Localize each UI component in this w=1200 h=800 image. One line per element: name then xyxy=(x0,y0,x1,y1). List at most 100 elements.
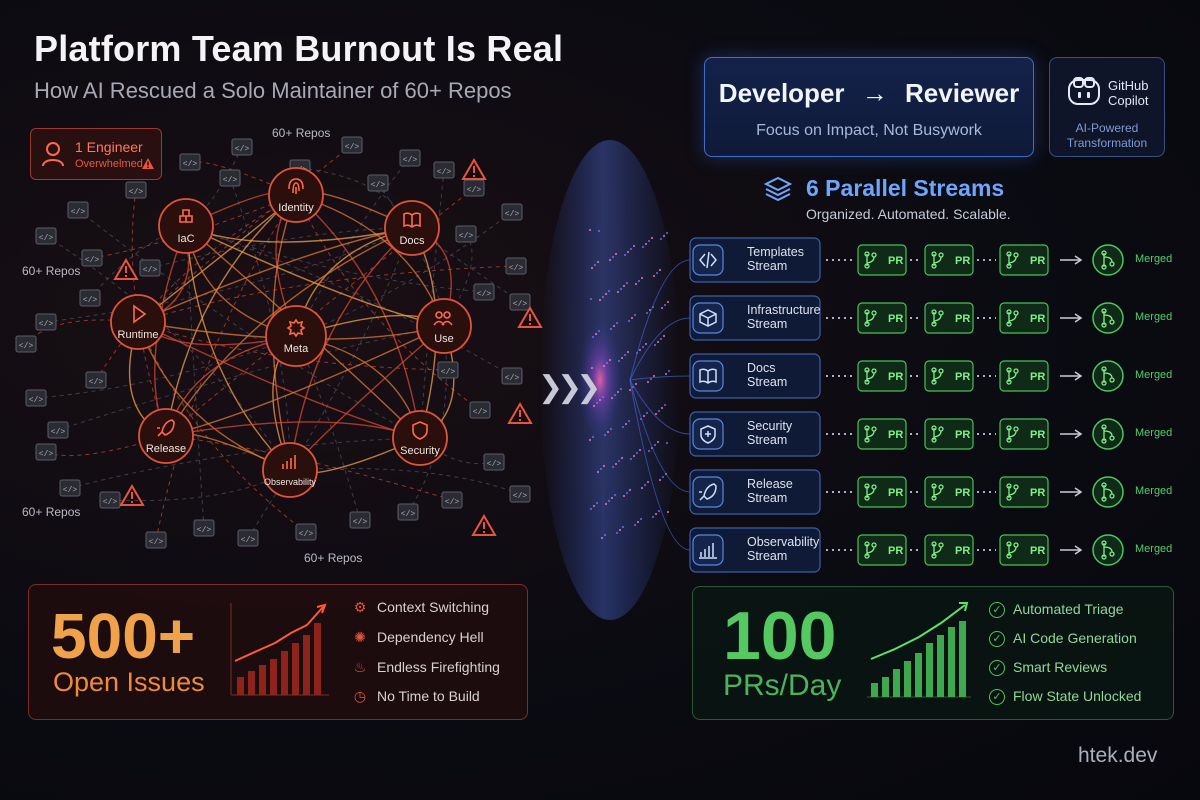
flame-icon: ♨ xyxy=(353,659,367,675)
layers-icon xyxy=(763,176,793,207)
stream-icon-tile xyxy=(692,534,724,566)
pr-chip-label: PR xyxy=(888,545,903,557)
open-issues-label: Open Issues xyxy=(53,667,205,697)
pain-point-item: ✺Dependency Hell xyxy=(351,629,484,646)
engineer-badge: 1 Engineer Overwhelmed xyxy=(30,128,162,180)
svg-text:</>: </> xyxy=(505,374,520,383)
check-circle-icon: ✓ xyxy=(989,602,1005,619)
streams-title: 6 Parallel Streams xyxy=(806,175,1005,201)
svg-text:</>: </> xyxy=(459,232,474,241)
svg-text:</>: </> xyxy=(345,143,360,152)
network-node xyxy=(268,167,324,223)
svg-text:</>: </> xyxy=(63,486,78,495)
repo-link xyxy=(69,437,421,489)
pr-chip: PR xyxy=(999,244,1049,276)
svg-text:</>: </> xyxy=(83,296,98,305)
transition-core-glow xyxy=(578,320,622,440)
arrow-head-icon xyxy=(1074,487,1083,497)
pr-chip: PR xyxy=(857,360,907,392)
network-graph: </> </> </> </> </> </> </> </> </> </> </> </> </> <… xyxy=(15,136,543,549)
transition-arrows-icon: ❯❯❯ xyxy=(538,371,601,404)
warning-icon xyxy=(113,258,139,280)
pr-chip-label: PR xyxy=(888,313,903,325)
merged-icon xyxy=(1092,418,1124,450)
node-link xyxy=(165,325,445,437)
repo-box-icon: </> xyxy=(35,313,57,331)
network-node-label: Identity xyxy=(278,202,314,214)
repo-link xyxy=(295,211,513,337)
svg-text:</>: </> xyxy=(149,538,164,547)
shield-icon xyxy=(700,425,716,444)
pr-chip-label: PR xyxy=(955,255,970,267)
pr-chip-label: PR xyxy=(955,545,970,557)
role-shift-heading: Developer → Reviewer xyxy=(718,78,1020,108)
pr-chip-label: PR xyxy=(1030,429,1045,441)
svg-text:</>: </> xyxy=(441,368,456,377)
svg-text:</>: </> xyxy=(39,320,54,329)
pr-chip: PR xyxy=(999,418,1049,450)
check-circle-icon: ✓ xyxy=(989,631,1005,648)
pr-chip-label: PR xyxy=(888,429,903,441)
svg-text:</>: </> xyxy=(513,492,528,501)
git-branch-icon xyxy=(931,541,944,559)
repo-box-icon: </> xyxy=(35,443,57,461)
rocket-icon xyxy=(699,483,717,501)
check-circle-icon: ✓ xyxy=(989,689,1005,706)
svg-text:</>: </> xyxy=(235,145,250,154)
arrow-head-icon xyxy=(1074,545,1083,555)
git-branch-icon xyxy=(931,367,944,385)
svg-text:</>: </> xyxy=(477,290,492,299)
repo-link xyxy=(95,194,297,381)
merged-icon xyxy=(1092,302,1124,334)
pr-chip: PR xyxy=(924,302,974,334)
repo-box-icon: </> xyxy=(501,203,523,221)
repo-box-icon: </> xyxy=(99,491,121,509)
repo-box-icon: </> xyxy=(483,453,505,471)
svg-text:</>: </> xyxy=(183,160,198,169)
network-node-label: Security xyxy=(400,445,440,457)
svg-text:</>: </> xyxy=(299,530,314,539)
gear-icon: ⚙ xyxy=(353,599,367,615)
pr-chip: PR xyxy=(999,534,1049,566)
svg-text:</>: </> xyxy=(103,498,118,507)
pr-chip: PR xyxy=(924,476,974,508)
shield-icon xyxy=(412,421,428,440)
node-link xyxy=(165,194,297,437)
git-branch-icon xyxy=(864,251,877,269)
warning-icon xyxy=(471,514,497,536)
repo-box-icon: </> xyxy=(35,227,57,245)
svg-text:</>: </> xyxy=(353,518,368,527)
page-subtitle: How AI Rescued a Solo Maintainer of 60+ … xyxy=(34,78,512,103)
network-node-label: Use xyxy=(434,333,454,345)
pain-point-item: ⚙Context Switching xyxy=(351,599,489,616)
git-branch-icon xyxy=(931,425,944,443)
repo-link xyxy=(155,194,297,541)
network-node-label: Docs xyxy=(399,235,425,247)
network-node-label: Observability xyxy=(263,477,317,487)
arrow-head-icon xyxy=(1074,371,1083,381)
svg-text:</>: </> xyxy=(29,396,44,405)
play-icon xyxy=(133,304,147,324)
clock-icon: ◷ xyxy=(353,688,367,704)
git-branch-icon xyxy=(1006,541,1019,559)
repo-box-icon: </> xyxy=(81,249,103,267)
svg-text:</>: </> xyxy=(445,498,460,507)
repo-box-icon: </> xyxy=(15,335,37,353)
repo-count-label: 60+ Repos xyxy=(304,551,363,565)
svg-text:</>: </> xyxy=(403,156,418,165)
merged-label: Merged xyxy=(1135,485,1173,497)
pr-chip: PR xyxy=(999,360,1049,392)
git-branch-icon xyxy=(864,541,877,559)
repo-box-icon: </> xyxy=(79,289,101,307)
repo-box-icon: </> xyxy=(139,259,161,277)
check-circle-icon: ✓ xyxy=(989,660,1005,677)
pr-chip-label: PR xyxy=(955,429,970,441)
repo-box-icon: </> xyxy=(295,523,317,541)
repo-box-icon: </> xyxy=(341,136,363,154)
win-item: ✓Flow State Unlocked xyxy=(989,688,1141,706)
